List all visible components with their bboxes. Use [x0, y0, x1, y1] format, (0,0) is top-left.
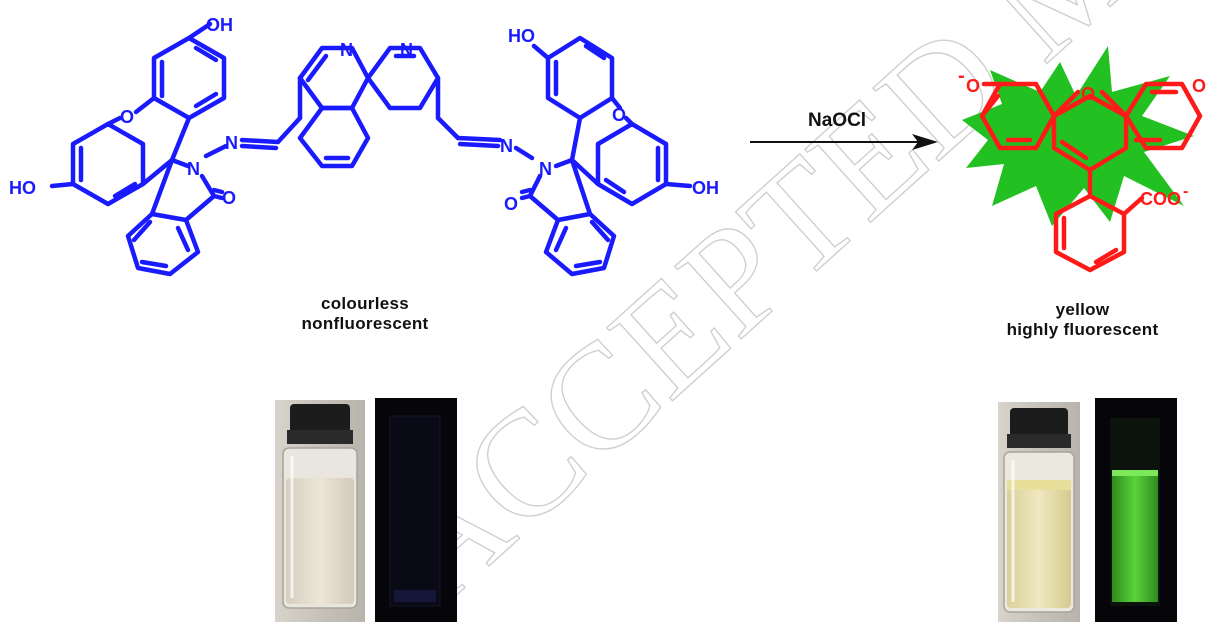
arrow-head [912, 134, 938, 150]
reactant-left-benzo-ring [125, 211, 201, 277]
phen-nitrogen-right-label: N [400, 40, 413, 60]
vial-cap [1010, 408, 1068, 438]
reagent-label: NaOCl [808, 110, 866, 131]
vial-uv-dark [375, 398, 457, 622]
reactant-structure [49, 21, 693, 277]
reactant-left-upper-ring [151, 35, 227, 121]
vial-liquid [1007, 482, 1071, 608]
product-ring-oxygen-label: O [1081, 84, 1095, 104]
ho-top-right-label: HO [508, 26, 535, 46]
imine-nitrogen-left-label: N [225, 133, 238, 153]
product-caption: yellow highly fluorescent [965, 300, 1200, 340]
reactant-caption-line-2: nonfluorescent [301, 314, 429, 333]
vial-liquid [286, 478, 354, 604]
reactant-caption-line-1: colourless [320, 294, 410, 313]
product-center-ring [1051, 93, 1129, 173]
vial-daylight-colourless [275, 400, 365, 622]
phenolate-oxygen-label: O [966, 76, 980, 96]
product-bonds [979, 81, 1203, 273]
ring-oxygen-left-label: O [120, 107, 134, 127]
vial-cap [290, 404, 350, 434]
product-caption-line-1: yellow [1055, 300, 1110, 319]
carbonyl-oxygen-right-label: O [504, 194, 518, 214]
vial-daylight-yellow [998, 402, 1080, 622]
reactant-left-lower-ring [70, 121, 146, 207]
phen-nitrogen-left-label: N [340, 40, 353, 60]
carboxylate-charge-label: - [1183, 183, 1188, 200]
green-fluorescence [1112, 474, 1158, 602]
phenolate-charge-label: - [958, 65, 965, 87]
vial-uv-green [1095, 398, 1177, 622]
product-right-ring [1123, 81, 1203, 151]
reactant-labels: OH HO O N N O N N HO O N N O OH [9, 15, 719, 214]
fluorescence-burst [962, 46, 1194, 226]
amide-nitrogen-left-label: N [187, 159, 200, 179]
imine-nitrogen-right-label: N [500, 136, 513, 156]
oh-top-left-label: OH [206, 15, 233, 35]
product-labels: O - O O COO - [958, 65, 1206, 209]
reactant-right-benzo-ring [543, 211, 617, 277]
carboxylate-label: COO [1140, 189, 1181, 209]
carbonyl-oxygen-left-label: O [222, 188, 236, 208]
reactant-right-lower-ring [595, 121, 669, 207]
keto-oxygen-label: O [1192, 76, 1206, 96]
ring-oxygen-right-label: O [612, 105, 626, 125]
reactant-phen-center-ring [297, 105, 371, 169]
amide-nitrogen-right-label: N [539, 159, 552, 179]
ho-left-label: HO [9, 178, 36, 198]
reactant-caption: colourless nonfluorescent [255, 294, 475, 334]
product-structure: O - O O COO - [958, 46, 1206, 273]
reaction-arrow: NaOCl [750, 110, 938, 150]
oh-right-label: OH [692, 178, 719, 198]
product-caption-line-2: highly fluorescent [1006, 320, 1159, 339]
